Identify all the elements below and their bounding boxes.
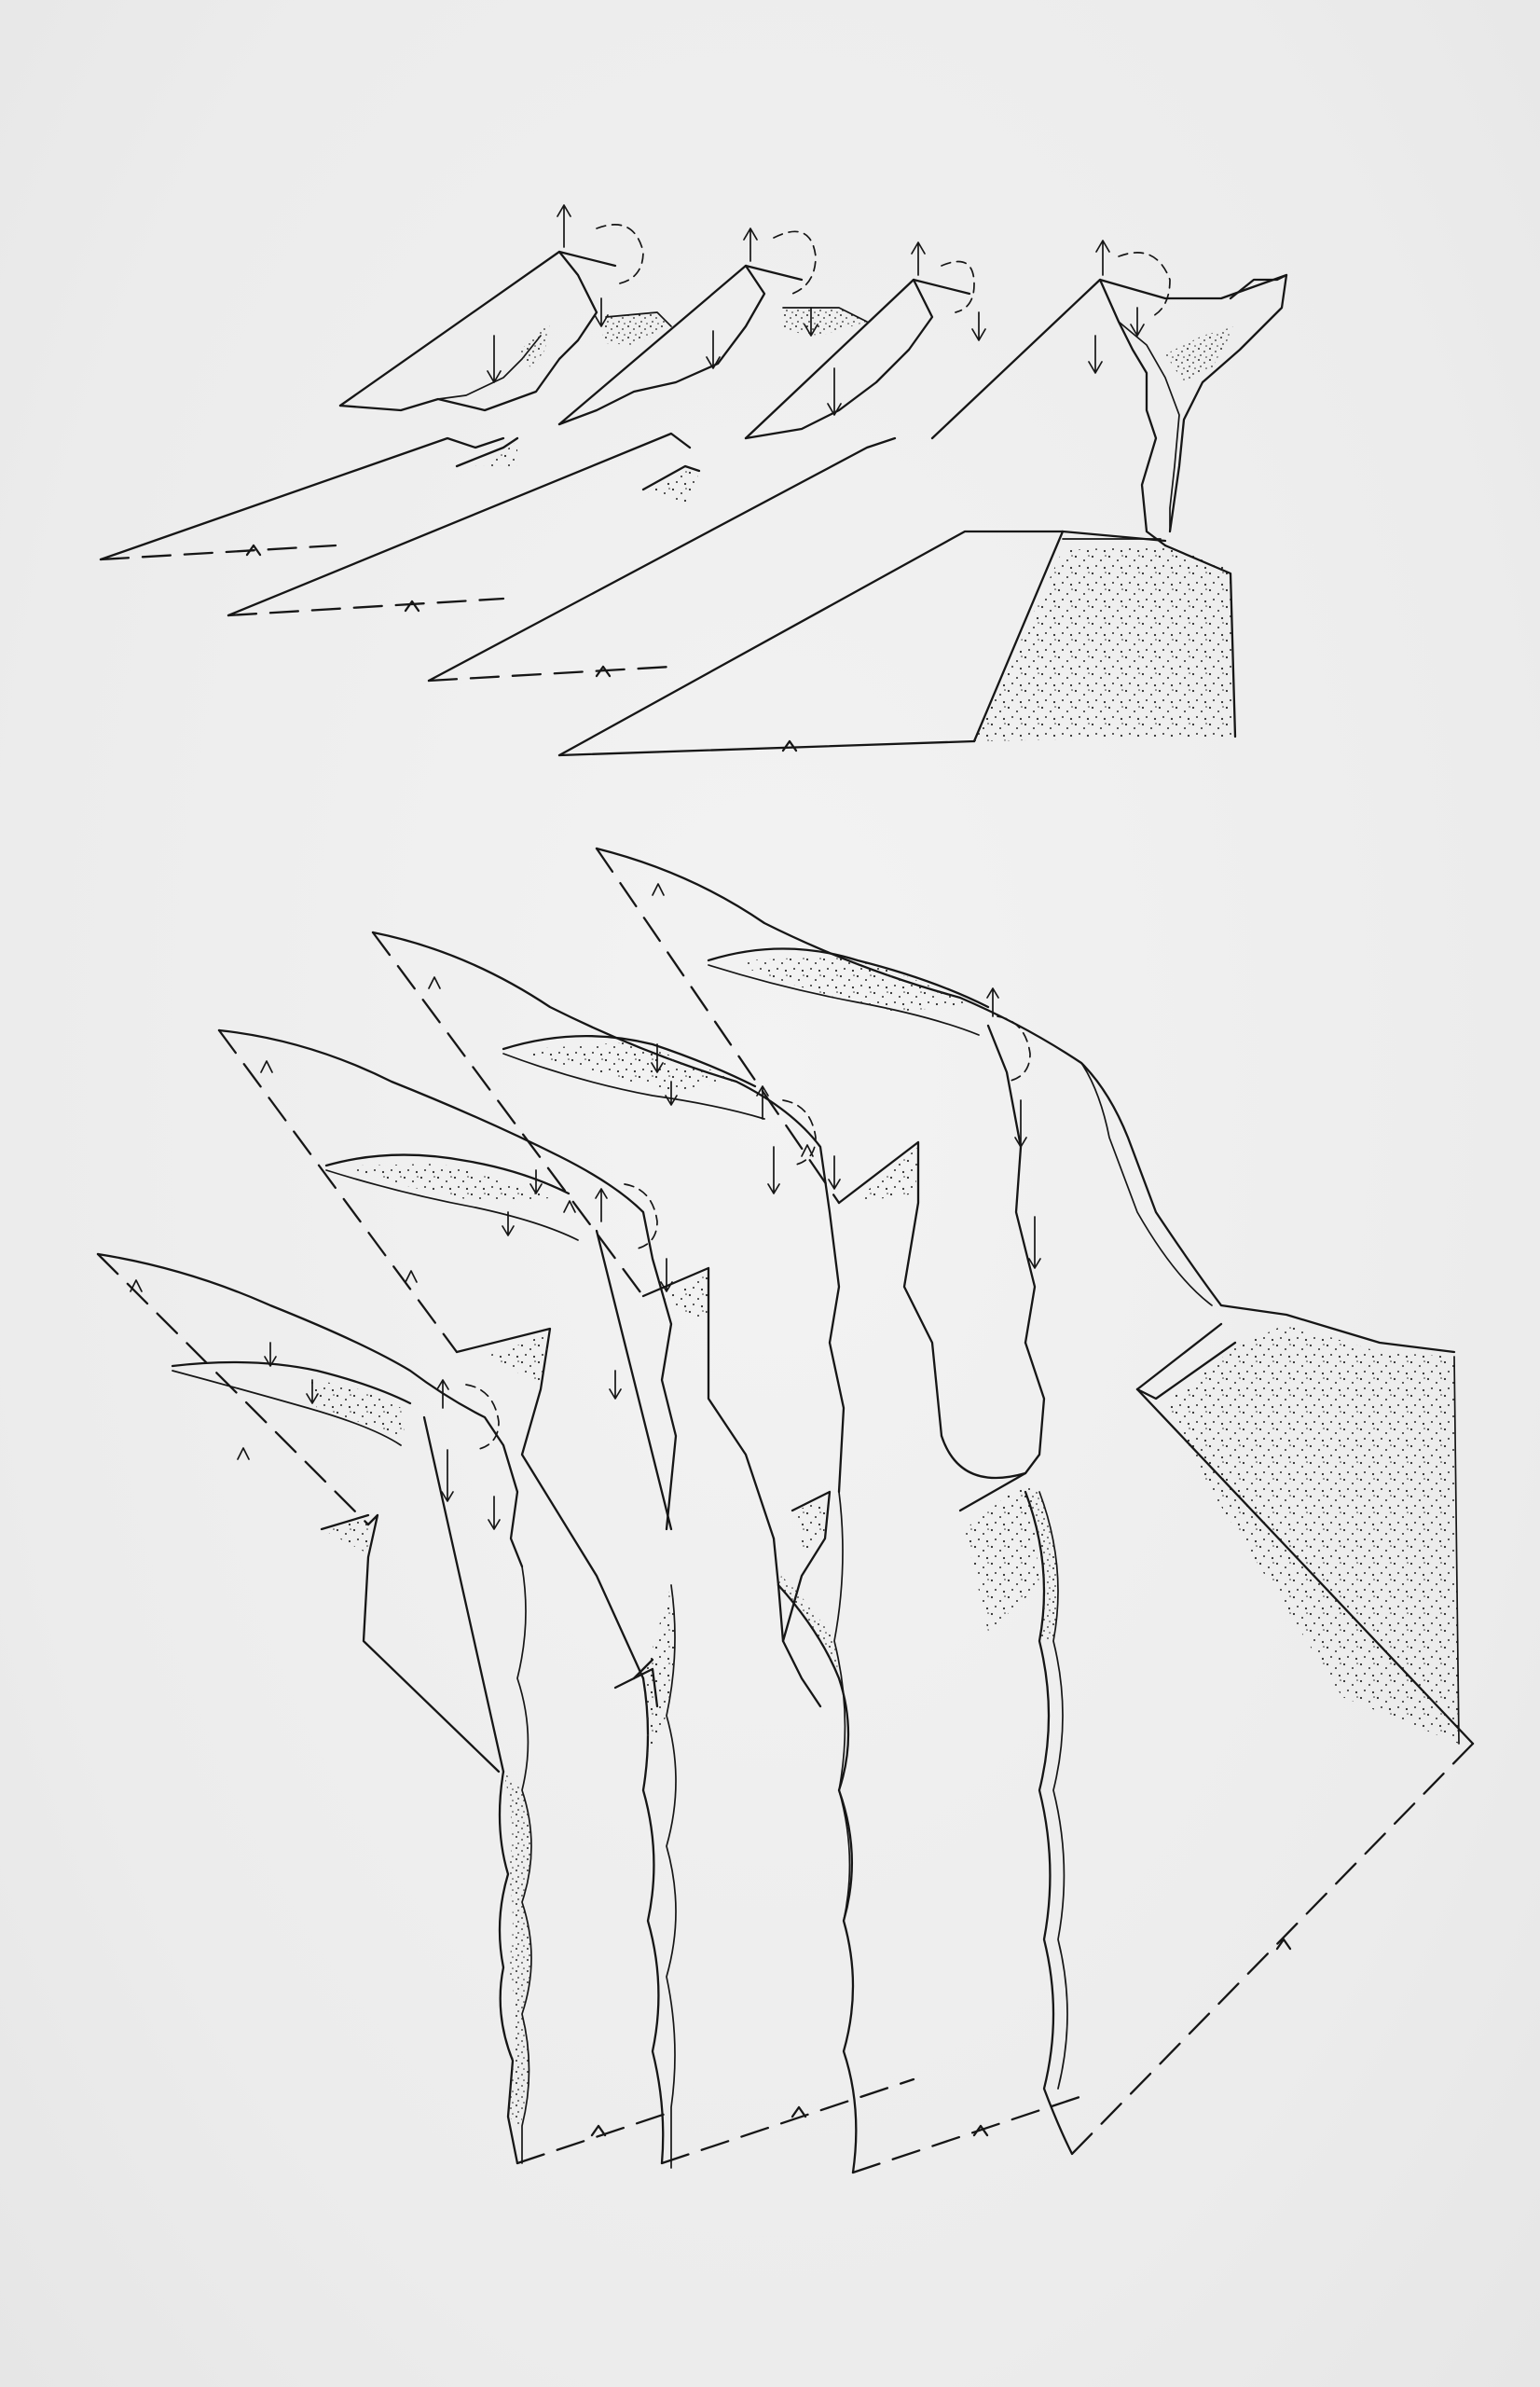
down-arrow-icon	[828, 368, 841, 415]
curved-arrow-icon	[597, 225, 643, 284]
upper-slice-2	[228, 266, 802, 615]
curved-arrow-icon	[997, 1016, 1030, 1082]
lower-slice-4	[597, 849, 1473, 2154]
chevron-up-icon	[429, 977, 440, 988]
down-arrow-icon	[829, 1156, 840, 1189]
curved-arrow-icon	[625, 1184, 657, 1249]
down-arrow-icon	[1131, 308, 1144, 336]
down-arrow-icon	[661, 1259, 672, 1291]
chevron-up-icon	[802, 1145, 813, 1156]
up-arrow-icon	[987, 988, 998, 1016]
upper-slice-1	[101, 252, 615, 559]
down-arrow-icon	[1029, 1217, 1040, 1268]
chevron-up-icon	[238, 1448, 249, 1459]
lower-slice-2	[219, 1030, 914, 2168]
up-arrow-icon	[437, 1380, 448, 1408]
upper-slice-4	[559, 275, 1286, 755]
down-arrow-icon	[610, 1371, 621, 1399]
up-arrow-icon	[912, 242, 925, 275]
upper-block-diagram-series	[101, 205, 1286, 755]
chevron-up-icon	[653, 884, 664, 895]
down-arrow-icon	[768, 1147, 779, 1194]
down-arrow-icon	[1089, 336, 1102, 373]
down-arrow-icon	[488, 336, 501, 382]
curved-arrow-icon	[774, 231, 816, 294]
up-arrow-icon	[744, 228, 757, 261]
up-arrow-icon	[757, 1086, 768, 1119]
lower-slice-1	[98, 1254, 671, 2163]
down-arrow-icon	[972, 312, 985, 340]
down-arrow-icon	[442, 1450, 453, 1501]
chevron-up-icon	[406, 1271, 417, 1282]
up-arrow-icon	[557, 205, 571, 247]
upper-slice-3	[429, 280, 969, 681]
lower-block-diagram-series	[98, 849, 1473, 2173]
chevron-up-icon	[131, 1280, 142, 1291]
curved-arrow-icon	[783, 1100, 816, 1166]
down-arrow-icon	[488, 1497, 500, 1529]
curved-arrow-icon	[1119, 253, 1170, 317]
chevron-up-icon	[261, 1061, 272, 1072]
up-arrow-icon	[1096, 241, 1109, 275]
up-arrow-icon	[596, 1189, 607, 1221]
